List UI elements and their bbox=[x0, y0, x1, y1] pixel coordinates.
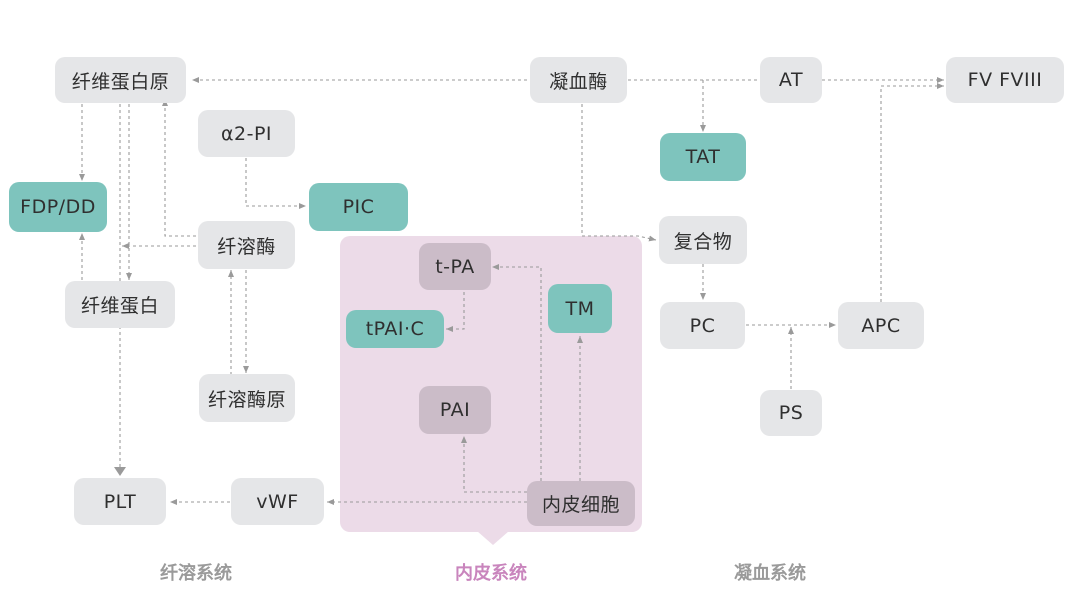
node-tm: TM bbox=[548, 284, 612, 333]
node-ps: PS bbox=[760, 390, 822, 436]
node-tpa: t-PA bbox=[419, 243, 491, 290]
node-tpai-c: tPAI·C bbox=[346, 310, 444, 348]
node-plt: PLT bbox=[74, 478, 166, 525]
node-pc: PC bbox=[660, 302, 745, 349]
edge-tpa-tpaic bbox=[446, 292, 465, 332]
node-a2pi: α2-PI bbox=[198, 110, 295, 157]
node-thrombin: 凝血酶 bbox=[530, 57, 627, 103]
node-fibrinogen: 纤维蛋白原 bbox=[55, 57, 186, 103]
node-pai: PAI bbox=[419, 386, 491, 434]
section-label-coagulation: 凝血系统 bbox=[734, 563, 806, 584]
node-plasminogen: 纤溶酶原 bbox=[199, 374, 295, 422]
section-label-endothelial: 内皮系统 bbox=[455, 563, 527, 584]
node-fdp-dd: FDP/DD bbox=[9, 182, 107, 232]
node-at: AT bbox=[760, 57, 822, 103]
node-endothelial-cell: 内皮细胞 bbox=[527, 481, 635, 526]
edge-plasmin-fibrinogen bbox=[162, 99, 196, 237]
node-complex: 复合物 bbox=[659, 216, 747, 264]
node-pic: PIC bbox=[309, 183, 408, 231]
edge-thrombin-complex bbox=[581, 104, 657, 242]
edge-apc-fv bbox=[880, 83, 944, 302]
edge-a2pi-pic bbox=[245, 158, 306, 209]
node-vwf: vWF bbox=[231, 478, 324, 525]
endothelial-panel-pointer bbox=[477, 531, 509, 545]
edge-endothelial-tpa bbox=[492, 264, 542, 481]
section-label-fibrinolytic: 纤溶系统 bbox=[160, 563, 232, 584]
node-apc: APC bbox=[838, 302, 924, 349]
node-fv-fviii: FV FVIII bbox=[946, 57, 1064, 103]
node-plasmin: 纤溶酶 bbox=[198, 221, 295, 269]
edge-endothelial-pai bbox=[461, 436, 527, 493]
node-tat: TAT bbox=[660, 133, 746, 181]
node-fibrin: 纤维蛋白 bbox=[65, 281, 175, 328]
